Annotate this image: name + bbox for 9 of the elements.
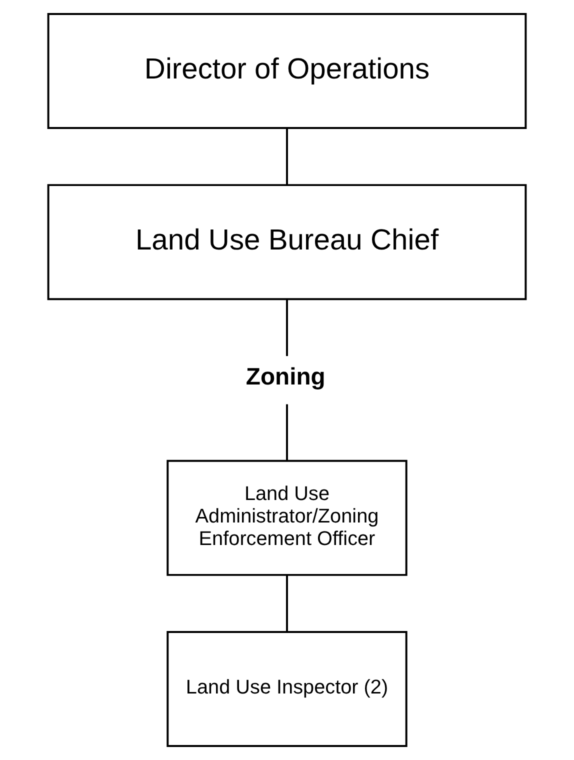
node-box: Land Use Bureau Chief bbox=[47, 184, 527, 300]
node-box: Director of Operations bbox=[47, 13, 527, 130]
connector bbox=[286, 299, 288, 356]
node-text: Zoning bbox=[246, 364, 326, 391]
node-box: Land Use Administrator/Zoning Enforcement Officer bbox=[166, 460, 408, 576]
connector bbox=[286, 404, 288, 461]
connector bbox=[286, 128, 288, 185]
node-box: Land Use Inspector (2) bbox=[166, 630, 408, 747]
connector bbox=[286, 575, 288, 632]
